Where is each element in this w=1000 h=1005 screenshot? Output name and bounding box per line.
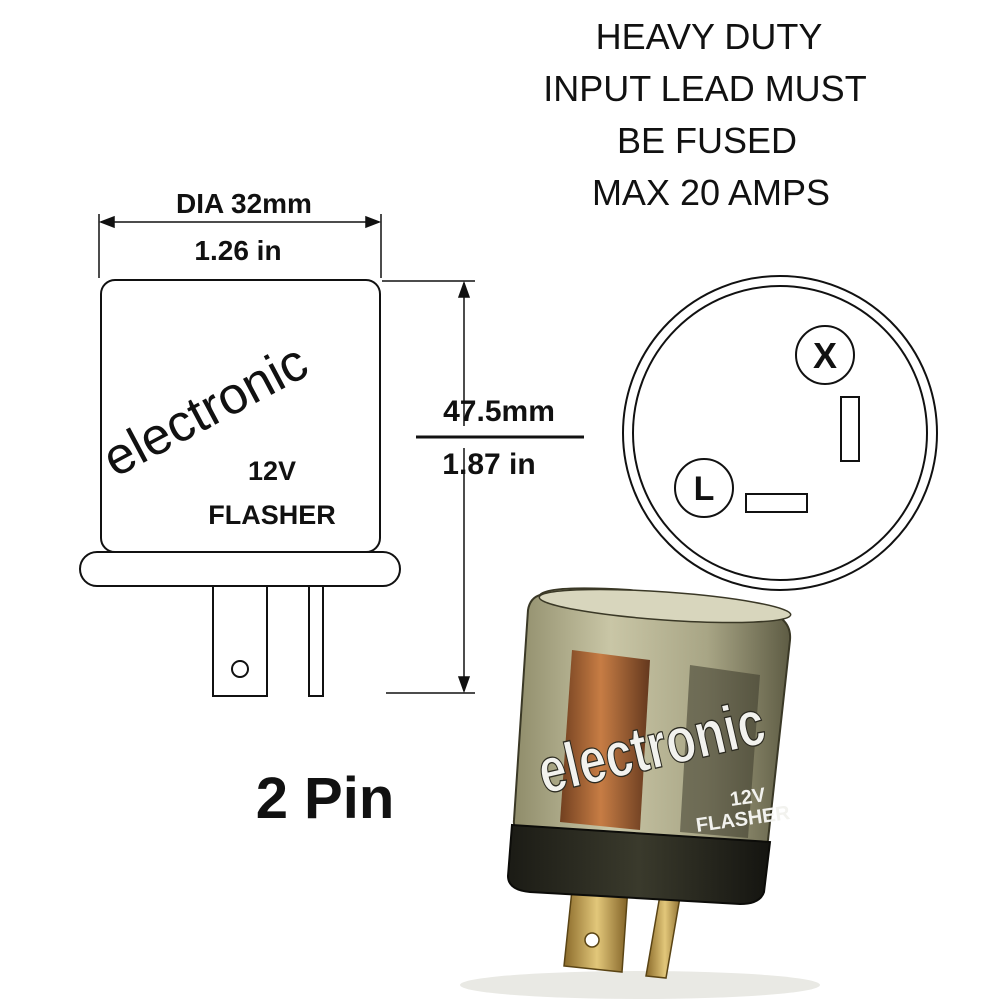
height-dimension	[382, 280, 475, 694]
notice-line-2: INPUT LEAD MUST	[543, 68, 866, 109]
pin-x-label: X	[813, 335, 837, 376]
photo-base-ring	[506, 823, 772, 906]
pin-count-label: 2 Pin	[256, 766, 395, 831]
side-view-voltage: 12V	[248, 456, 296, 486]
width-imperial-label: 1.26 in	[194, 235, 281, 266]
narrow-pin-outline	[308, 585, 324, 697]
photo-copper-coil	[560, 650, 650, 830]
heavy-duty-notice: HEAVY DUTY INPUT LEAD MUST BE FUSED MAX …	[543, 16, 866, 213]
side-view-drawing: DIA 32mm 1.26 in electronic 12V FLASHER …	[79, 188, 584, 697]
photo-shadow	[460, 971, 820, 999]
flasher-flange-outline	[79, 551, 401, 587]
photo-circuit-block	[680, 665, 760, 838]
photo-cap-top	[538, 588, 792, 624]
pin-x-slot	[840, 396, 860, 462]
pin-l-slot	[745, 493, 808, 513]
notice-line-4: MAX 20 AMPS	[592, 172, 830, 213]
base-view-drawing: X L	[622, 275, 938, 591]
wide-pin-outline	[212, 585, 268, 697]
pin-l-label: L	[694, 470, 715, 508]
base-inner-circle	[632, 285, 928, 581]
height-arrow-bottom	[457, 676, 471, 694]
notice-line-3: BE FUSED	[617, 120, 797, 161]
product-photo: electronic 12V FLASHER	[460, 587, 820, 999]
photo-pin-hole	[584, 932, 600, 948]
pin-x-circle	[795, 325, 855, 385]
width-arrow-right	[365, 215, 382, 229]
photo-voltage-text: 12V	[729, 784, 768, 811]
notice-line-1: HEAVY DUTY	[596, 16, 823, 57]
width-metric-label: DIA 32mm	[176, 188, 312, 219]
pin-l-circle	[674, 458, 734, 518]
height-arrow-top	[457, 280, 471, 298]
wide-pin-hole	[231, 660, 249, 678]
height-imperial-label: 1.87 in	[442, 448, 535, 481]
side-view-kind: FLASHER	[208, 500, 336, 530]
width-arrow-left	[98, 215, 115, 229]
height-metric-label: 47.5mm	[443, 395, 555, 428]
width-dimension	[98, 214, 382, 278]
base-outer-circle	[622, 275, 938, 591]
